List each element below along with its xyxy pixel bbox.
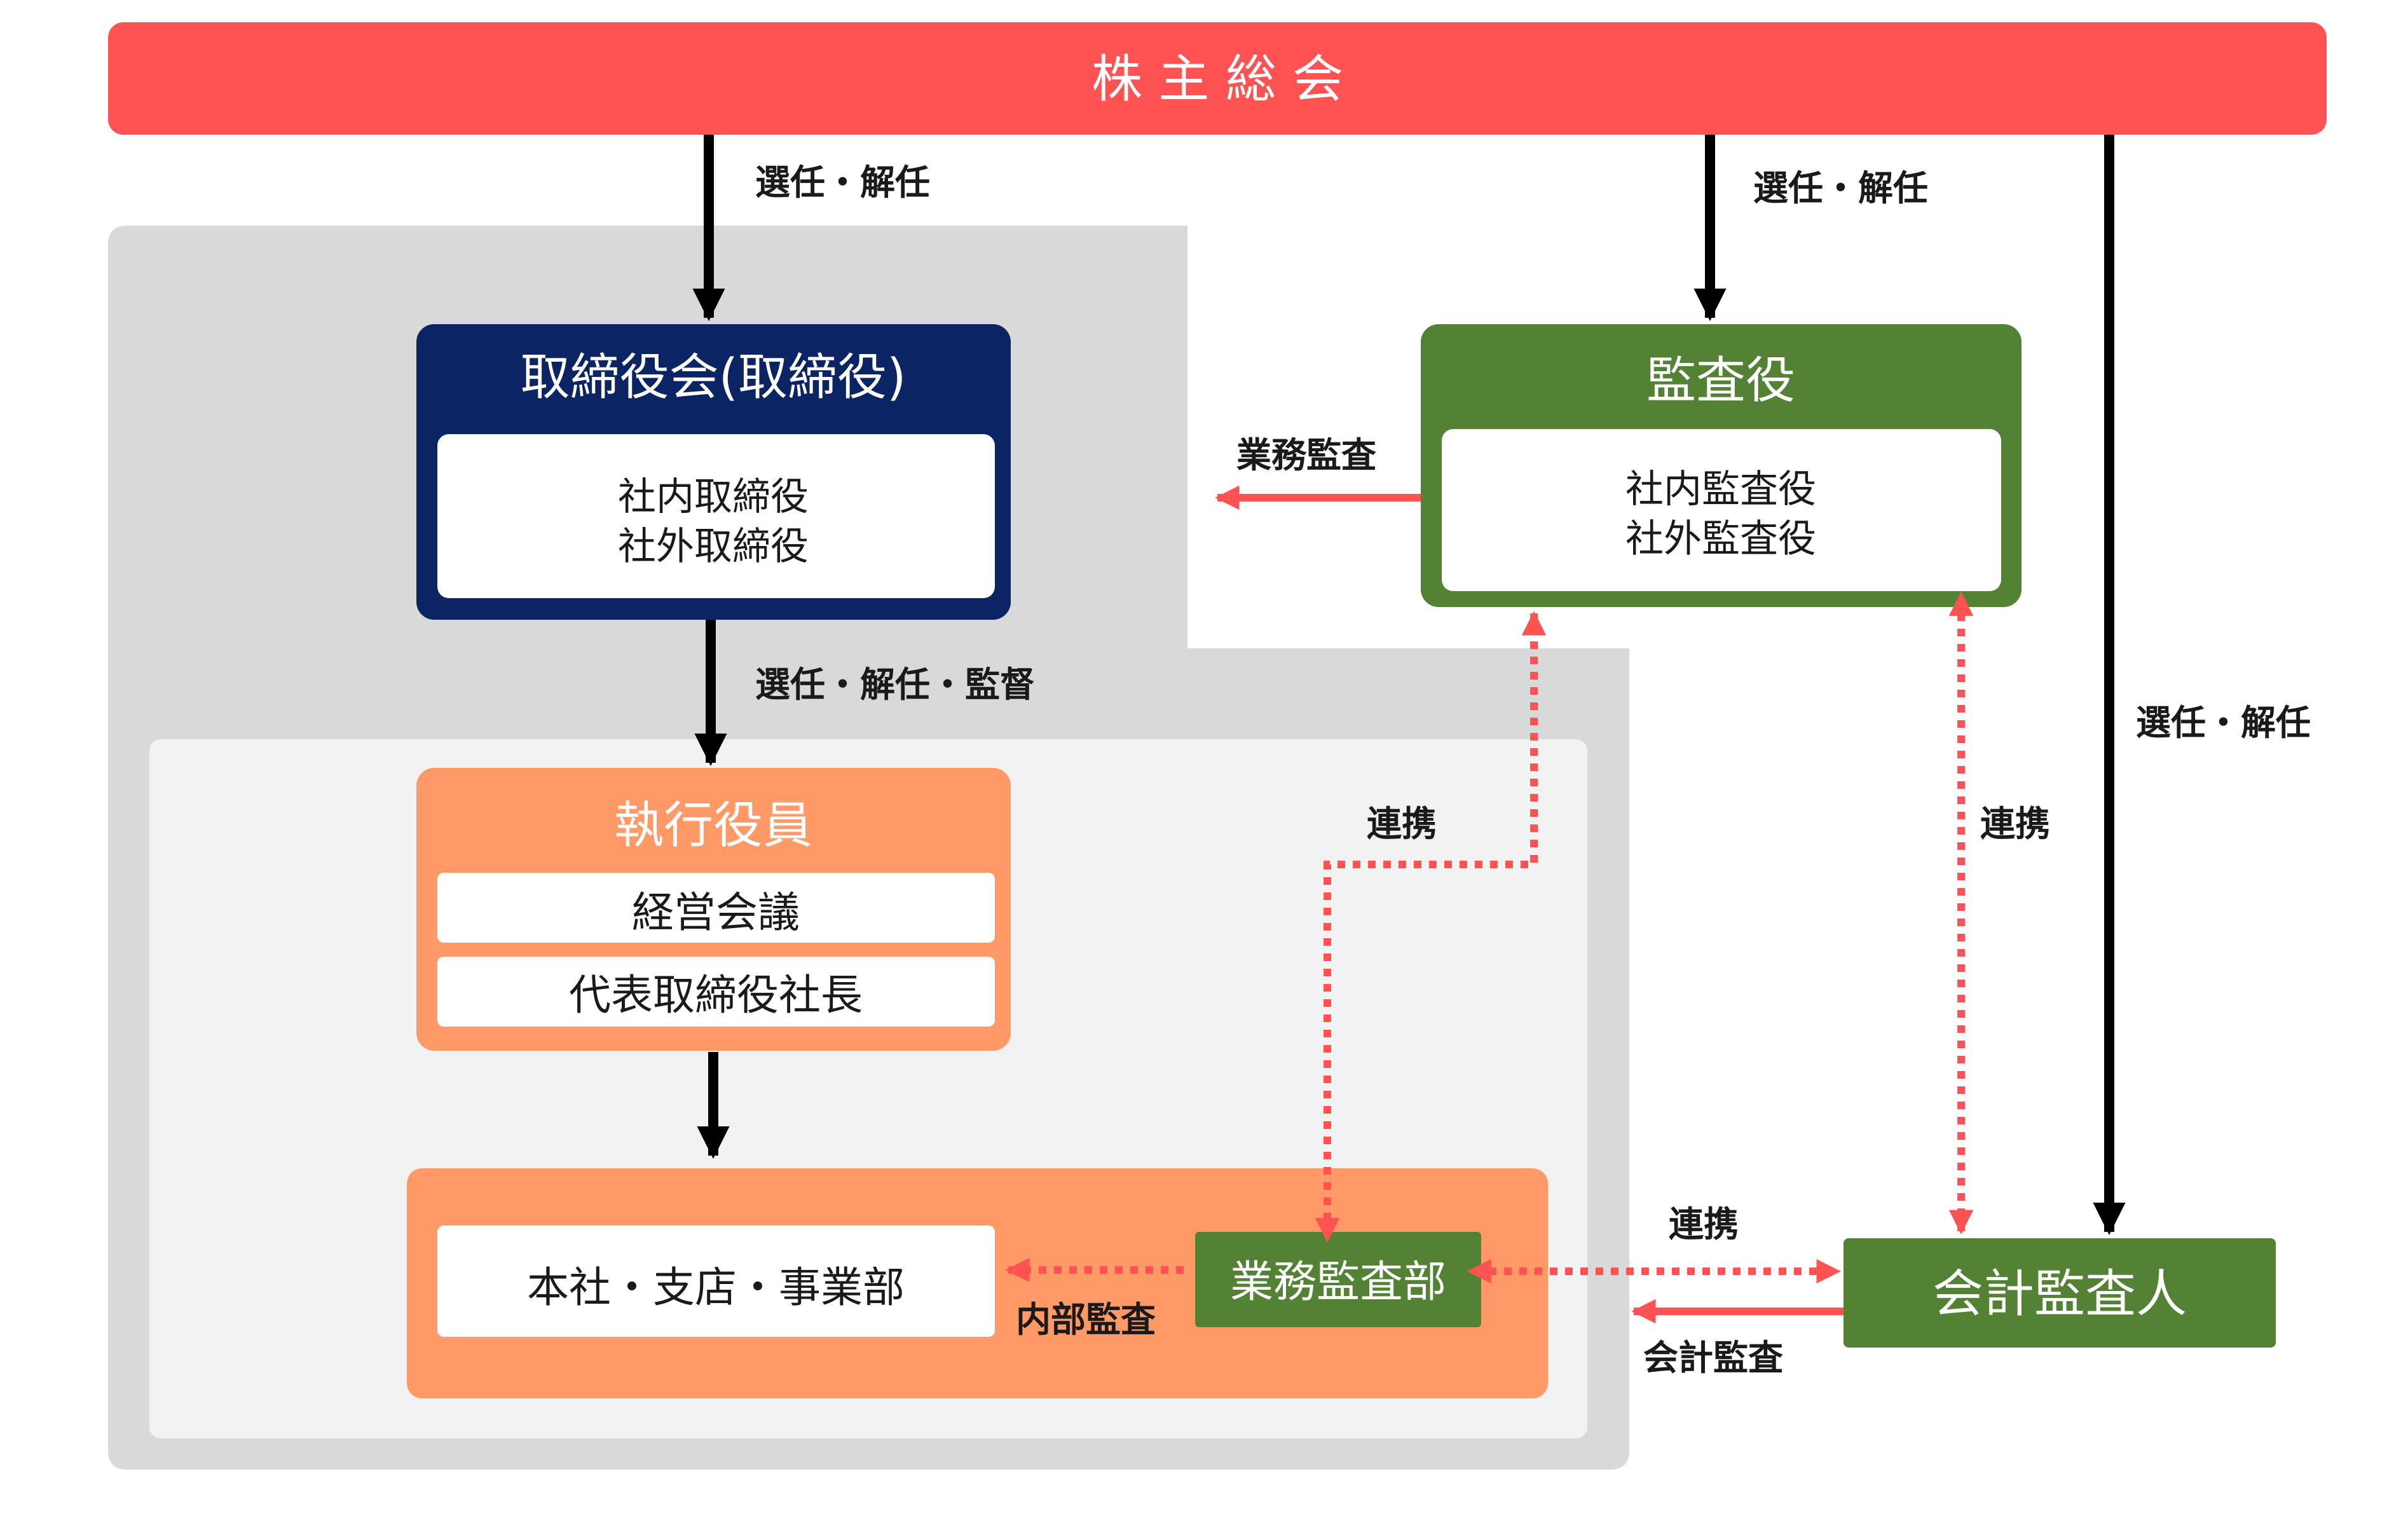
label-board-to-exec: 選任・解任・監督	[755, 664, 1035, 705]
auditors-box: 監査役 社内監査役 社外監査役	[1421, 324, 2021, 607]
board-box: 取締役会(取締役) 社内取締役 社外取締役	[416, 324, 1011, 620]
auditors-member-outside: 社外監査役	[1625, 517, 1816, 561]
label-business-audit: 業務監査	[1236, 435, 1376, 475]
executive-officers-title: 執行役員	[614, 797, 812, 854]
label-internal-audit: 内部監査	[1016, 1299, 1156, 1340]
executive-officers-box: 執行役員 経営会議 代表取締役社長	[416, 768, 1011, 1051]
board-member-outside: 社外取締役	[618, 524, 809, 569]
representative-director-label: 代表取締役社長	[569, 971, 863, 1020]
internal-audit-dept-box	[1195, 1232, 1481, 1327]
shareholders-meeting-title: 株 主 総 会	[1091, 50, 1343, 109]
arrow-coop-dept-auditors	[1315, 611, 1547, 1243]
label-coop-dept-accounting: 連携	[1669, 1204, 1739, 1245]
accounting-auditor-box: 会計監査人	[1844, 1238, 2276, 1348]
management-meeting-label: 経営会議	[632, 888, 800, 937]
label-coop-dept-auditors: 連携	[1367, 803, 1437, 844]
label-appoint-board: 選任・解任	[755, 162, 930, 203]
board-title: 取締役会(取締役)	[521, 349, 906, 406]
label-appoint-accounting: 選任・解任	[2136, 702, 2311, 743]
internal-audit-dept-label: 業務監査部	[1230, 1257, 1446, 1308]
auditors-title: 監査役	[1646, 352, 1795, 409]
branches-label: 本社・支店・事業部	[527, 1263, 905, 1312]
board-member-inside: 社内取締役	[618, 475, 809, 519]
label-coop-auditors-accounting: 連携	[1980, 803, 2050, 844]
label-appoint-auditors: 選任・解任	[1753, 168, 1928, 208]
auditors-member-inside: 社内監査役	[1625, 467, 1816, 512]
accounting-auditor-title: 会計監査人	[1933, 1264, 2187, 1323]
label-accounting-audit: 会計監査	[1643, 1337, 1783, 1378]
operations-box: 本社・支店・事業部 業務監査部	[407, 1168, 1548, 1398]
shareholders-meeting: 株 主 総 会	[108, 22, 2327, 135]
